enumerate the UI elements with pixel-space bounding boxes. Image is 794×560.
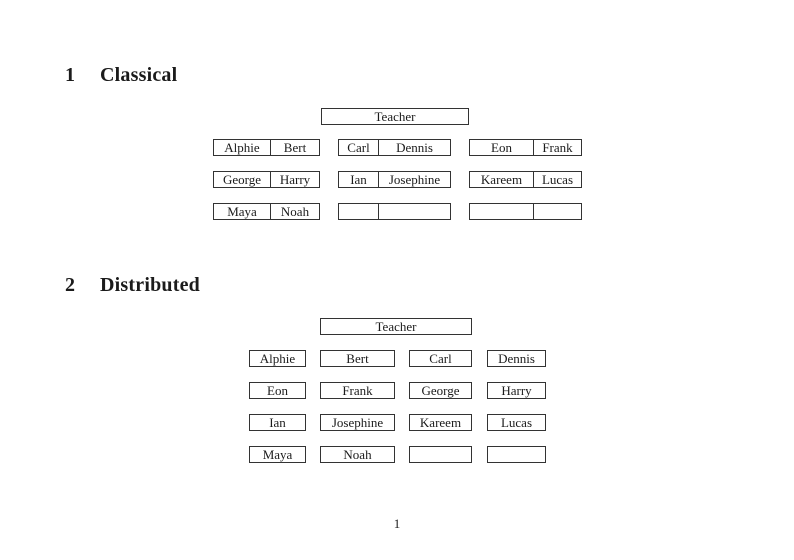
seat-bert: Bert — [283, 140, 307, 155]
seat-empty — [379, 204, 450, 219]
seat-empty — [534, 204, 581, 219]
seat-eon: Eon — [249, 382, 306, 399]
seat-ian: Ian — [339, 172, 379, 187]
desk-empty — [338, 203, 451, 220]
seat-empty — [409, 446, 472, 463]
seat-carl: Carl — [409, 350, 472, 367]
desk-ian-josephine: Ian Josephine — [338, 171, 451, 188]
seat-carl: Carl — [339, 140, 379, 155]
section-number: 1 — [65, 64, 76, 86]
seat-eon: Eon — [470, 140, 534, 155]
seat-kareem: Kareem — [409, 414, 472, 431]
desk-george-harry: George Harry — [213, 171, 320, 188]
desk-maya-noah: Maya Noah — [213, 203, 320, 220]
seat-empty — [487, 446, 546, 463]
seat-noah: Noah — [280, 204, 310, 219]
seat-harry: Harry — [487, 382, 546, 399]
seat-josephine: Josephine — [388, 172, 441, 187]
page-number: 1 — [393, 516, 401, 531]
seat-josephine: Josephine — [320, 414, 395, 431]
teacher-desk: Teacher — [321, 108, 469, 125]
seat-george: George — [214, 172, 271, 187]
seat-lucas: Lucas — [487, 414, 546, 431]
section-title: Classical — [100, 64, 178, 86]
seat-harry: Harry — [279, 172, 311, 187]
seat-dennis: Dennis — [487, 350, 546, 367]
desk-eon-frank: Eon Frank — [469, 139, 582, 156]
seat-alphie: Alphie — [214, 140, 271, 155]
seat-frank: Frank — [320, 382, 395, 399]
seat-maya: Maya — [214, 204, 271, 219]
seat-kareem: Kareem — [470, 172, 534, 187]
seat-ian: Ian — [249, 414, 306, 431]
section-heading-distributed: 2 Distributed — [65, 274, 200, 297]
seat-george: George — [409, 382, 472, 399]
seat-empty — [470, 204, 534, 219]
seat-lucas: Lucas — [541, 172, 574, 187]
seat-empty — [339, 204, 379, 219]
desk-carl-dennis: Carl Dennis — [338, 139, 451, 156]
section-number: 2 — [65, 274, 76, 296]
desk-alphie-bert: Alphie Bert — [213, 139, 320, 156]
section-heading-classical: 1 Classical — [65, 64, 177, 87]
section-title: Distributed — [100, 274, 200, 296]
seat-frank: Frank — [542, 140, 573, 155]
desk-kareem-lucas: Kareem Lucas — [469, 171, 582, 188]
seat-dennis: Dennis — [396, 140, 433, 155]
seat-maya: Maya — [249, 446, 306, 463]
seat-noah: Noah — [320, 446, 395, 463]
seat-bert: Bert — [320, 350, 395, 367]
teacher-desk: Teacher — [320, 318, 472, 335]
seat-alphie: Alphie — [249, 350, 306, 367]
desk-empty — [469, 203, 582, 220]
